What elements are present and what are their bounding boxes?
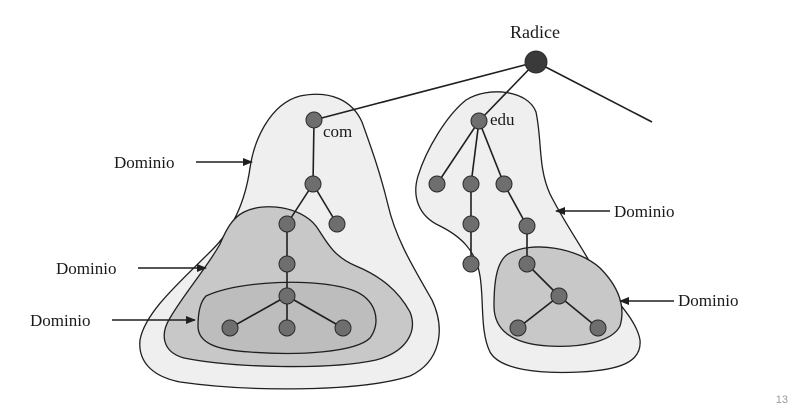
tree-node	[550, 287, 568, 305]
edge	[229, 295, 288, 329]
com-node	[305, 111, 323, 129]
edge-root-other	[535, 61, 653, 123]
edge	[470, 120, 480, 185]
edu-label: edu	[490, 110, 515, 129]
edge	[312, 119, 315, 185]
root-node	[524, 50, 548, 74]
tree-node	[278, 319, 296, 337]
edge	[436, 120, 480, 185]
domain-label-1: Dominio	[114, 153, 174, 172]
domain-label-4: Dominio	[614, 202, 674, 221]
tree-node	[278, 287, 296, 305]
tree-node	[518, 255, 536, 273]
tree-node	[428, 175, 446, 193]
domain-label-2: Dominio	[56, 259, 116, 278]
tree-nodes	[221, 50, 607, 337]
tree-node	[221, 319, 239, 337]
tree-node	[304, 175, 322, 193]
tree-node	[589, 319, 607, 337]
edge	[478, 120, 505, 185]
com-label: com	[323, 122, 352, 141]
edge	[517, 295, 560, 329]
tree-node	[495, 175, 513, 193]
domain-label-3: Dominio	[30, 311, 90, 330]
tree-node	[462, 255, 480, 273]
root-label: Radice	[510, 22, 560, 42]
tree-node	[518, 217, 536, 235]
tree-node	[509, 319, 527, 337]
tree-node	[462, 215, 480, 233]
tree-node	[328, 215, 346, 233]
edge	[286, 295, 344, 329]
domain-label-5: Dominio	[678, 291, 738, 310]
edu-node	[470, 112, 488, 130]
tree-node	[278, 255, 296, 273]
tree-node	[334, 319, 352, 337]
tree-node	[462, 175, 480, 193]
page-number: 13	[775, 394, 788, 406]
edge-root-edu	[478, 61, 537, 122]
tree-node	[278, 215, 296, 233]
edge-root-com	[313, 61, 537, 121]
